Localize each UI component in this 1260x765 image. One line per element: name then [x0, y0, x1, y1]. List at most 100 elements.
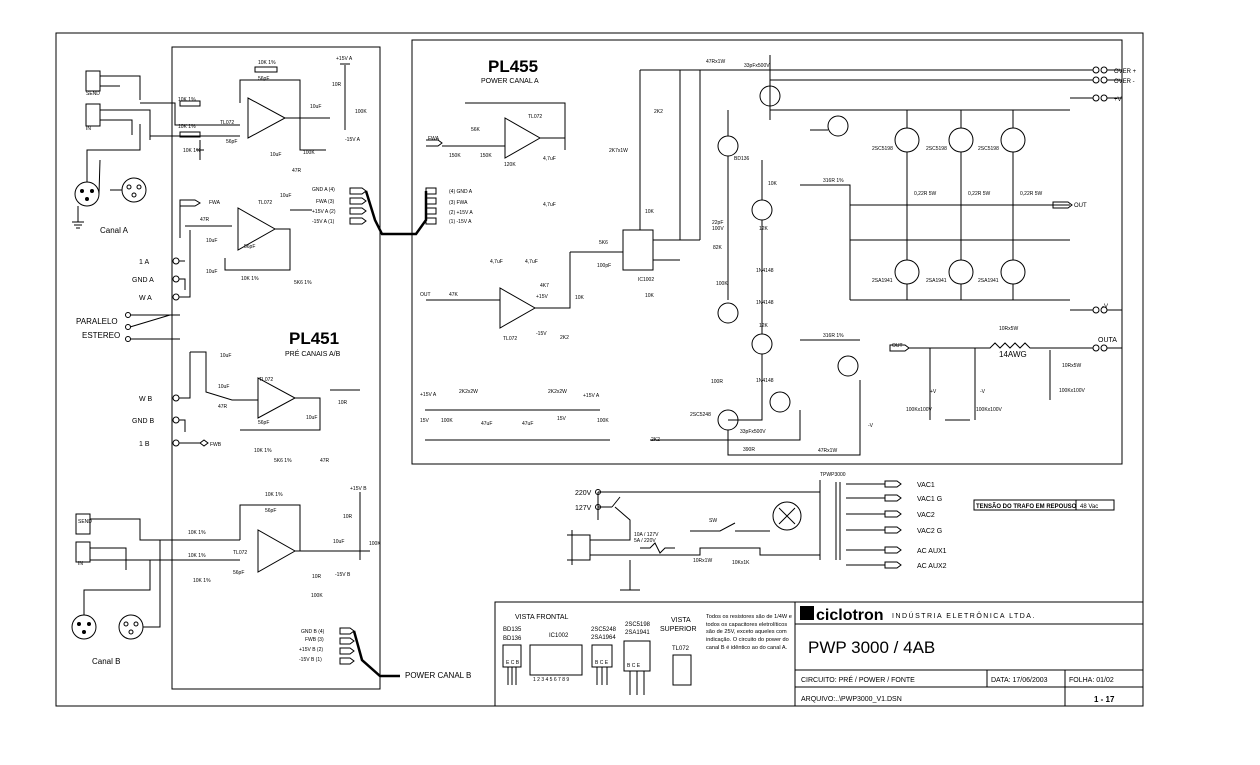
- mains-127: 127V: [575, 505, 592, 512]
- r-390r-lower: 390R: [743, 447, 755, 453]
- opamp-tl072-b1: [257, 377, 297, 419]
- jack-send-b: [75, 513, 91, 535]
- vista-frontal-label: VISTA FRONTAL: [515, 614, 569, 621]
- q-bd136-2: [751, 333, 773, 355]
- transformer-core: [819, 480, 841, 560]
- r-316r-top: 316R 1%: [823, 178, 844, 184]
- out-vac2g: VAC2 G: [917, 528, 942, 535]
- paralelo-label: PARALELO: [76, 317, 118, 326]
- xlr-input-b-female: [71, 614, 97, 640]
- rail-neg-15v: -15V: [536, 331, 547, 337]
- psu-outputs: VAC1 VAC1 G VAC2 VAC2 G AC AUX1 AC AUX2: [884, 480, 947, 570]
- r-10rx5w-coil: 10Rx5W: [999, 326, 1018, 332]
- fuse-rating-1: 10A / 127V: [634, 532, 659, 538]
- component-views: VISTA FRONTAL VISTA SUPERIOR BD135 BD136…: [494, 601, 796, 707]
- rail-15v-b-bottom: -15V B: [335, 572, 351, 578]
- pl455-conn-0: (4) GND A: [449, 189, 473, 195]
- c-56pf-b2: 56pF: [265, 508, 276, 514]
- c-10uf-b4: 10uF: [333, 539, 344, 545]
- q-2sa1964-2: [769, 391, 791, 413]
- r-10k-b: 10K 1%: [254, 448, 272, 454]
- c-56pf-b3: 56pF: [233, 570, 244, 576]
- out-acaux1: AC AUX1: [917, 548, 947, 555]
- fan-icon: [772, 501, 802, 531]
- r-2k2x2w-right: 2K2x2W: [548, 389, 567, 395]
- r-4k7: 4K7: [540, 283, 549, 289]
- out-vac1g: VAC1 G: [917, 496, 942, 503]
- c-22pf: 22pF: [712, 220, 723, 226]
- pl455-conn-1: (3) FWA: [449, 200, 468, 206]
- estereo-label: ESTEREO: [82, 331, 120, 340]
- r-022-3: 0,22R 5W: [1020, 191, 1043, 197]
- q-2sc5198-1: 2SC5198: [872, 146, 893, 152]
- zener-15v-right: 15V: [557, 416, 567, 422]
- d-1n4148-2: 1N4148: [756, 300, 774, 306]
- d-1n4148-3: 1N4148: [756, 378, 774, 384]
- c-4-7uf-4: 4,7uF: [525, 259, 538, 265]
- tl072-label-b1: TL072: [259, 377, 273, 383]
- canal-b-label: Canal B: [92, 657, 120, 666]
- r-150k-1: 150K: [449, 153, 461, 159]
- r-2k2x2w-left: 2K2x2W: [459, 389, 478, 395]
- bus-a-cable: [364, 190, 428, 236]
- tl072-label-pl455-2: TL072: [503, 336, 517, 342]
- jack-in-a: [85, 103, 151, 140]
- power-canal-b-label: POWER CANAL B: [405, 671, 471, 680]
- zener-15v-left: 15V: [420, 418, 430, 424]
- r-10r-b: 10R: [338, 400, 348, 406]
- rail-pv-small: +V: [930, 389, 937, 395]
- tensao-label: TENSÃO DO TRAFO EM REPOUSO: [976, 503, 1077, 510]
- company-name: INDÚSTRIA ELETRÔNICA LTDA.: [892, 611, 1036, 620]
- rail-plus-v: +V: [1114, 97, 1122, 103]
- c-100k-out: 100Kx100V: [1059, 388, 1086, 394]
- input-gnda: GND A: [132, 277, 154, 284]
- r-2k7-top: 2K7x1W: [609, 148, 628, 154]
- tl072-label-a1: TL072: [220, 120, 234, 126]
- r-47r-lower: 47Rx1W: [818, 448, 837, 454]
- q-bd136: [717, 135, 739, 157]
- ic1002: [622, 229, 654, 271]
- rail-outa: OUTA: [1098, 337, 1117, 344]
- bus-a-connector: GND A (4) FWA (3) +15V A (2) -15V A (1): [312, 187, 367, 225]
- bus-b-0: GND B (4): [301, 629, 325, 635]
- jack-in-b: [75, 541, 91, 563]
- part-bd135: BD135: [503, 627, 522, 633]
- pins-to126: E C B: [506, 660, 520, 666]
- r-47r-b: 47R: [218, 404, 228, 410]
- canal-a-label: Canal A: [100, 226, 129, 235]
- c-10uf-a: 10uF: [270, 152, 281, 158]
- r-10k-low: 10K: [645, 293, 655, 299]
- circuito-field: CIRCUITO: PRÉ / POWER / FONTE: [801, 675, 915, 684]
- q-2sc5248-label: 2SC5248: [690, 412, 711, 418]
- folha-field: FOLHA: 01/02: [1069, 677, 1114, 684]
- tensao-value: 48 Vac: [1080, 504, 1098, 510]
- pl455-rail-terminals: OVER + OVER - +V -V OUTA: [770, 66, 1137, 352]
- input-1b: 1 B: [139, 441, 150, 448]
- c-10uf-a2: 10uF: [310, 104, 321, 110]
- pl455-conn-3: (1) -15V A: [449, 219, 472, 225]
- pins-ic1002: 1 2 3 4 5 6 7 8 9: [533, 677, 569, 683]
- r-10k-b5: 10K 1%: [193, 578, 211, 584]
- pl451-title: PL451: [289, 329, 339, 348]
- xlr-input-a-female: [74, 181, 100, 207]
- r-82k: 82K: [713, 245, 723, 251]
- notes-text: Todos os resistores são de 1/4W e todos …: [706, 614, 792, 651]
- rail-over-plus: OVER +: [1114, 69, 1137, 75]
- r-022-2: 0,22R 5W: [968, 191, 991, 197]
- input-1a: 1 A: [139, 259, 149, 266]
- r-120k: 120K: [504, 162, 516, 168]
- part-bd136: BD136: [503, 636, 522, 642]
- model-name: PWP 3000 / 4AB: [808, 638, 935, 657]
- r-100k-bias: 100K: [716, 281, 728, 287]
- r-47r-top: 47Rx1W: [706, 59, 725, 65]
- power-switch: [690, 522, 770, 532]
- q-2sa1941-3: 2SA1941: [978, 278, 999, 284]
- data-field: DATA: 17/06/2003: [991, 677, 1048, 684]
- q-2sc5198-3: 2SC5198: [978, 146, 999, 152]
- send-b-label: SEND: [78, 519, 92, 525]
- rail-mv-small: -V: [980, 389, 986, 395]
- pl451-circuit: SEND IN Canal A 10K 1% 10K 1% TL072 10K …: [71, 56, 471, 680]
- r-10k-a3: 10K 1%: [241, 276, 259, 282]
- d-1n4148-1: 1N4148: [756, 268, 774, 274]
- q-2sc5198-2: 2SC5198: [926, 146, 947, 152]
